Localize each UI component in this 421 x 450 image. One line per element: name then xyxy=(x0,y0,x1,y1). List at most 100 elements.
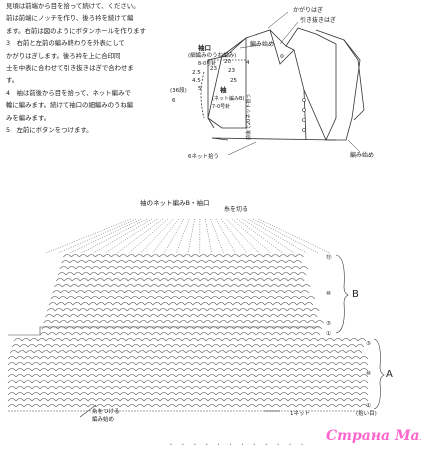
chart-chain-arc xyxy=(241,350,251,354)
chart-chain-arc xyxy=(103,254,112,258)
chart-chain-arc xyxy=(71,332,81,336)
chart-chain-arc xyxy=(63,380,73,384)
chart-chain-arc xyxy=(217,272,227,276)
chart-chain-arc xyxy=(149,260,158,264)
instruction-line: 4 袖は前後から目を拾って、ネット編みで xyxy=(6,88,131,97)
chart-chain-arc xyxy=(96,302,106,306)
chart-chain-arc xyxy=(335,362,345,366)
chart-chain-arc xyxy=(103,368,113,372)
chart-chain-arc xyxy=(255,374,265,378)
chart-chain-arc xyxy=(271,392,281,396)
chart-chain-arc xyxy=(159,398,169,402)
chart-chain-arc xyxy=(95,278,105,282)
chart-chain-arc xyxy=(303,386,313,390)
button-marks xyxy=(280,54,306,132)
footer-dots: ・ ・ ・ ・ ・ ・ ・ ・ ・ ・ ・ ・ xyxy=(168,442,307,449)
chart-chain-arc xyxy=(135,368,145,372)
chart-chain-arc xyxy=(99,266,109,270)
chart-chain-arc xyxy=(303,398,313,402)
chart-chain-arc xyxy=(87,386,97,390)
chart-chain-arc xyxy=(53,338,63,342)
chart-chain-arc xyxy=(223,380,233,384)
chart-chain-arc xyxy=(135,278,145,282)
chart-chain-arc xyxy=(216,302,226,306)
chart-section-edge xyxy=(8,326,320,336)
chart-chain-arc xyxy=(279,278,289,282)
chart-chain-arc xyxy=(9,350,19,354)
chart-chain-arc xyxy=(119,278,129,282)
chart-chain-arc xyxy=(219,320,228,324)
chart-chain-arc xyxy=(134,284,143,288)
chart-chain-arc xyxy=(141,314,150,318)
chart-chain-arc xyxy=(296,302,306,306)
chart-chain-arc xyxy=(311,386,321,390)
chart-chain-arc xyxy=(351,404,361,408)
chart-chain-arc xyxy=(279,368,289,372)
chart-chain-arc xyxy=(67,266,77,270)
chart-chain-arc xyxy=(194,296,204,300)
instruction-line: 士を中表に合わせて引き抜きはぎで合わせま xyxy=(6,64,134,73)
chart-chain-arc xyxy=(63,356,73,360)
chart-chain-arc xyxy=(156,290,165,294)
chart-chain-arc xyxy=(357,338,367,342)
chart-chain-arc xyxy=(153,350,163,354)
chart-chain-arc xyxy=(101,260,110,264)
chart-chain-arc xyxy=(158,308,168,312)
chart-chain-arc xyxy=(143,398,153,402)
chart-chain-arc xyxy=(163,266,173,270)
chart-chain-arc xyxy=(327,368,337,372)
chart-chain-arc xyxy=(74,296,84,300)
chart-chain-arc xyxy=(183,398,193,402)
chart-chain-arc xyxy=(163,320,172,324)
chart-chain-arc xyxy=(102,308,112,312)
chart-chain-arc xyxy=(239,398,249,402)
chart-chain-arc xyxy=(69,260,78,264)
chart-chain-arc xyxy=(199,254,208,258)
chart-chain-arc xyxy=(291,320,300,324)
chart-chain-arc xyxy=(67,344,77,348)
watermark: Страна Мам xyxy=(326,428,421,444)
chart-chain-arc xyxy=(295,392,305,396)
chart-chain-arc xyxy=(213,260,222,264)
chart-chain-arc xyxy=(111,374,121,378)
chart-chain-arc xyxy=(263,404,273,408)
chart-chain-arc xyxy=(257,350,267,354)
chart-chain-arc xyxy=(81,326,91,330)
chart-chain-arc xyxy=(31,368,41,372)
chart-chain-arc xyxy=(79,386,89,390)
chart-chain-arc xyxy=(7,398,17,402)
chart-chain-arc xyxy=(204,290,213,294)
chart-chain-arc xyxy=(215,374,225,378)
chart-chain-arc xyxy=(111,332,121,336)
chart-stitch-line xyxy=(210,218,224,254)
chart-chain-arc xyxy=(293,338,303,342)
chart-chain-arc xyxy=(223,278,233,282)
chart-chain-arc xyxy=(247,332,257,336)
chart-chain-arc xyxy=(237,260,246,264)
chart-chain-arc xyxy=(255,368,265,372)
chart-chain-arc xyxy=(7,404,17,408)
chart-chain-arc xyxy=(199,380,209,384)
chart-chain-arc xyxy=(166,308,176,312)
chart-chain-arc xyxy=(207,356,217,360)
chart-chain-arc xyxy=(225,350,235,354)
chart-chain-arc xyxy=(7,374,17,378)
chart-chain-arc xyxy=(202,296,212,300)
chart-chain-arc xyxy=(241,326,251,330)
chart-chain-arc xyxy=(48,302,58,306)
chart-chain-arc xyxy=(149,338,159,342)
chart-chain-arc xyxy=(295,398,305,402)
chart-chain-arc xyxy=(57,326,67,330)
label-num-20: 20 xyxy=(224,59,231,65)
chart-chain-arc xyxy=(107,320,116,324)
chart-chain-arc xyxy=(125,314,134,318)
chart-chain-arc xyxy=(79,356,89,360)
chart-chain-arc xyxy=(359,380,369,384)
chart-chain-arc xyxy=(97,272,107,276)
chart-chain-arc xyxy=(150,308,160,312)
chart-chain-arc xyxy=(39,380,49,384)
chart-chain-arc xyxy=(197,314,206,318)
chart-chain-arc xyxy=(23,380,33,384)
chart-chain-arc xyxy=(265,272,275,276)
chart-chain-arc xyxy=(111,278,121,282)
